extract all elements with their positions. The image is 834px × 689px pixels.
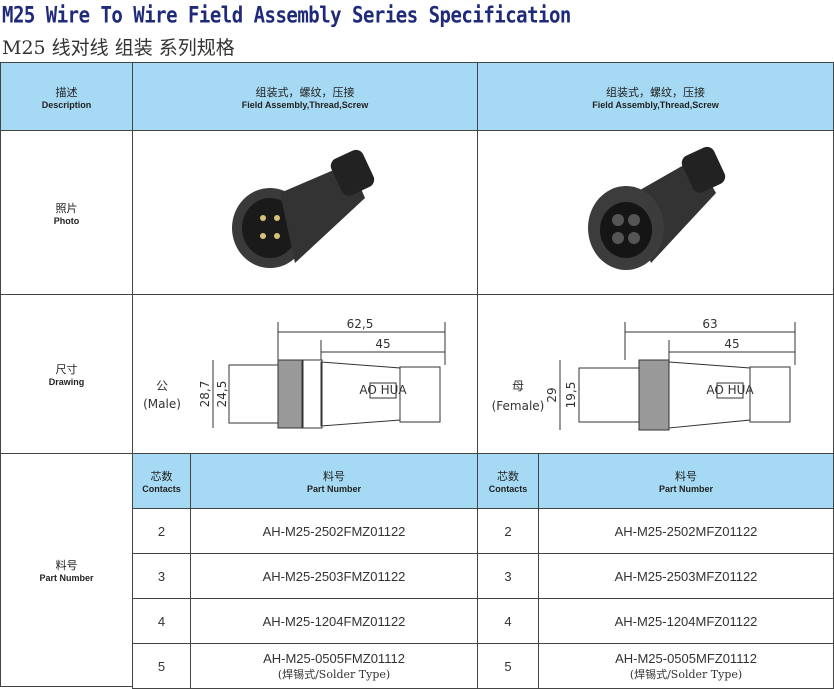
- label-en: Photo: [53, 215, 80, 226]
- male-connector-photo: [232, 149, 375, 268]
- dim-inner: 19,5: [564, 382, 578, 409]
- female-drawing: 母 (Female) AO HUA 63 45 29 19,5: [492, 317, 796, 431]
- part-number-cell: AH-M25-2503FMZ01122: [190, 553, 478, 599]
- desc-cn: 组装式，螺纹，压接: [606, 86, 705, 99]
- part-number-cell: AH-M25-2502FMZ01122: [190, 508, 478, 554]
- dim-outer: 28,7: [198, 381, 212, 408]
- gender-cn: 母: [512, 379, 524, 393]
- label-cn: 芯数: [497, 471, 519, 483]
- gender-cn: 公: [156, 379, 168, 393]
- label-en: Part Number: [306, 484, 361, 494]
- dim-overall: 62,5: [347, 317, 374, 331]
- label-en: Contacts: [142, 484, 181, 494]
- part-note: (焊锡式/Solder Type): [277, 667, 391, 681]
- part-number-cell: AH-M25-0505MFZ01112(焊锡式/Solder Type): [538, 643, 834, 689]
- dim-overall: 63: [702, 317, 717, 331]
- desc-cn: 组装式，螺纹，压接: [255, 86, 355, 99]
- label-cn: 芯数: [150, 471, 173, 483]
- label-cn: 料号: [675, 471, 697, 483]
- part-number-cell: AH-M25-0505FMZ01112(焊锡式/Solder Type): [190, 643, 478, 689]
- contacts-cell: 4: [477, 598, 539, 644]
- dim-outer: 29: [545, 387, 559, 402]
- photo-male-cell: [132, 130, 478, 295]
- part-number-cell: AH-M25-1204MFZ01122: [538, 598, 834, 644]
- label-en: Part Number: [658, 484, 713, 494]
- label-en: Drawing: [48, 377, 85, 387]
- part-number-cell: AH-M25-2502MFZ01122: [538, 508, 834, 554]
- label-en: Description: [41, 99, 92, 110]
- female-connector-photo: [587, 146, 725, 270]
- gender-en: (Female): [492, 399, 545, 413]
- contacts-cell: 3: [477, 553, 539, 599]
- dim-body: 45: [375, 337, 390, 351]
- dim-inner: 24,5: [215, 381, 229, 408]
- part-number-cell: AH-M25-1204FMZ01122: [190, 598, 478, 644]
- logo-text: AO HUA: [359, 383, 407, 397]
- male-drawing: 公 (Male) AO HUA 62,5 45 28,7 24,5: [143, 317, 446, 429]
- part-number: AH-M25-0505MFZ01112: [615, 650, 757, 666]
- label-en: Contacts: [488, 484, 528, 494]
- desc-en: Field Assembly,Thread,Screw: [241, 99, 369, 110]
- contacts-cell: 2: [477, 508, 539, 554]
- part-note: (焊锡式/Solder Type): [629, 667, 743, 681]
- part-number-cell: AH-M25-2503MFZ01122: [538, 553, 834, 599]
- label-cn: 料号: [55, 560, 78, 572]
- label-cn: 照片: [55, 202, 78, 215]
- part-number: AH-M25-0505FMZ01112: [263, 650, 405, 666]
- label-en: Part Number: [39, 573, 94, 583]
- photo-female-cell: [477, 130, 834, 295]
- label-cn: 料号: [323, 471, 345, 483]
- gender-en: (Male): [143, 397, 181, 411]
- page-subtitle: M25 线对线 组装 系列规格: [2, 37, 235, 59]
- label-cn: 描述: [55, 86, 78, 99]
- contacts-cell: 5: [132, 643, 191, 689]
- contacts-cell: 4: [132, 598, 191, 644]
- dim-body: 45: [724, 337, 739, 351]
- label-cn: 尺寸: [55, 364, 78, 376]
- contacts-cell: 5: [477, 643, 539, 689]
- contacts-cell: 3: [132, 553, 191, 599]
- desc-en: Field Assembly,Thread,Screw: [592, 99, 719, 110]
- page-title: M25 Wire To Wire Field Assembly Series S…: [2, 3, 571, 29]
- logo-text: AO HUA: [706, 383, 754, 397]
- contacts-cell: 2: [132, 508, 191, 554]
